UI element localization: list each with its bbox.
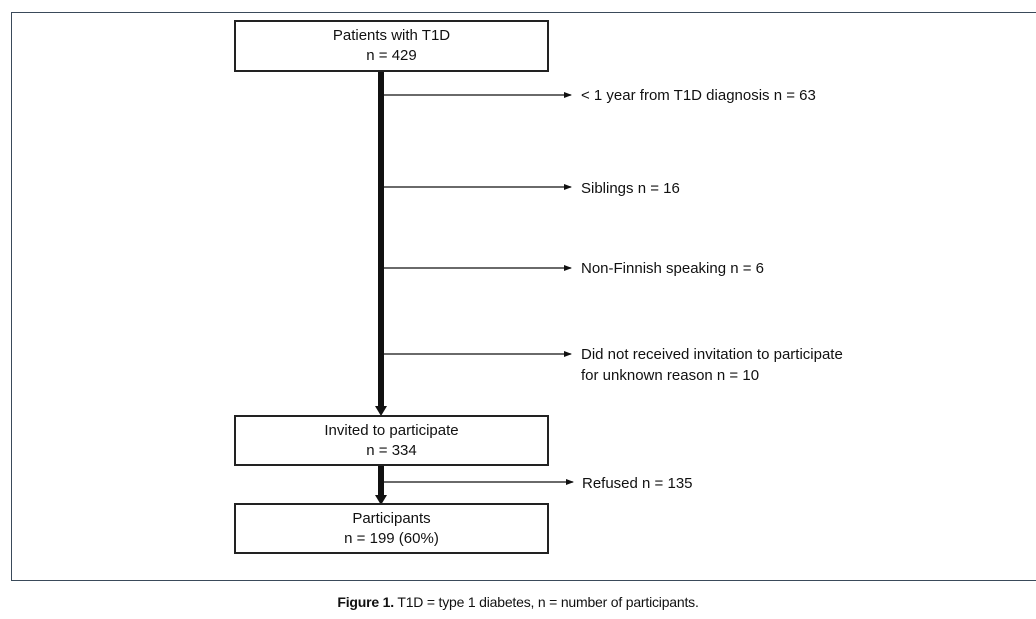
main-trunk-arrowhead	[375, 406, 387, 416]
figure-caption-label: Figure 1.	[337, 594, 394, 610]
exclusion-under-one-year: < 1 year from T1D diagnosis n = 63	[581, 87, 816, 104]
box-patients-with-t1d: Patients with T1D n = 429	[234, 20, 549, 72]
figure-caption-text: T1D = type 1 diabetes, n = number of par…	[393, 594, 699, 610]
box-participants-title: Participants	[352, 509, 431, 527]
box-patients-count: n = 429	[366, 47, 417, 64]
figure-frame	[11, 12, 1036, 581]
exclusion-refused: Refused n = 135	[582, 475, 693, 492]
exclusion-siblings: Siblings n = 16	[581, 180, 680, 197]
box-invited-count: n = 334	[366, 441, 417, 459]
exclusion-no-invitation-line-2: for unknown reason n = 10	[581, 367, 760, 384]
figure-caption: Figure 1. T1D = type 1 diabetes, n = num…	[0, 594, 1036, 610]
box-participants: Participants n = 199 (60%)	[234, 503, 549, 554]
box-invited-title: Invited to participate	[324, 421, 459, 439]
box-invited-to-participate: Invited to participate n = 334	[234, 415, 549, 466]
exclusion-no-invitation: Did not received invitation to participa…	[581, 344, 843, 386]
second-trunk-arrowhead	[375, 495, 387, 505]
box-patients-title: Patients with T1D	[332, 27, 451, 44]
box-participants-count: n = 199 (60%)	[344, 529, 439, 547]
exclusion-non-finnish-speaking: Non-Finnish speaking n = 6	[581, 260, 765, 277]
exclusion-no-invitation-line-1: Did not received invitation to participa…	[581, 346, 843, 363]
